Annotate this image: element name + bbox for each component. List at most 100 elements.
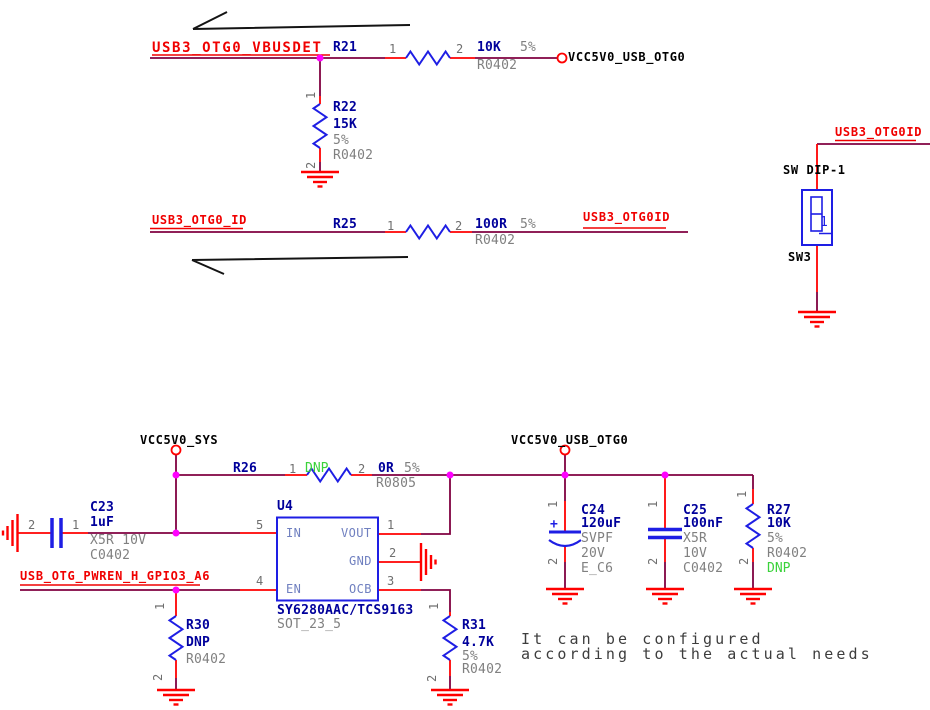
r27-footprint: R0402 (767, 546, 808, 561)
c23-pin2: 2 (28, 518, 36, 532)
sw3-position-label: 1 (820, 215, 828, 230)
net-label-pwren: USB_OTG_PWREN_H_GPIO3_A6 (20, 569, 211, 583)
u4-footprint: SOT_23_5 (277, 617, 342, 632)
resistor-r30-symbol (168, 615, 184, 661)
r26-dnp: DNP (305, 461, 329, 476)
u4-pin-name-gnd: GND (349, 554, 372, 568)
c25-pin2: 2 (646, 557, 660, 565)
r27-pin2: 2 (737, 557, 751, 565)
r21-ref: R21 (333, 40, 358, 55)
c24-pin1: 1 (546, 500, 560, 508)
u4-ref: U4 (277, 499, 294, 514)
c23-spec: X5R 10V (90, 533, 147, 548)
u4-pin-name-en: EN (286, 582, 302, 596)
c24-spec1: SVPF (581, 531, 614, 546)
power-port-circles (170, 52, 571, 456)
net-label-otg0id-mid: USB3_OTG0ID (583, 210, 671, 224)
r31-pin2: 2 (425, 674, 439, 682)
sw3-ref: SW3 (788, 250, 812, 264)
annotation-arrow-mid (191, 256, 409, 275)
r22-value: 15K (333, 117, 358, 132)
ground-symbol (299, 170, 341, 188)
r25-value: 100R (475, 217, 508, 232)
r21-value: 10K (477, 40, 502, 55)
c24-spec2: 20V (581, 546, 606, 561)
r21-footprint: R0402 (477, 58, 518, 73)
r25-pin2: 2 (455, 219, 463, 233)
c24-footprint: E_C6 (581, 561, 614, 576)
r25-footprint: R0402 (475, 233, 516, 248)
c23-footprint: C0402 (90, 548, 131, 563)
r30-ref: R30 (186, 618, 211, 633)
c23-pin1: 1 (72, 518, 80, 532)
capacitor-c25-symbol (648, 527, 682, 540)
wires (20, 57, 930, 689)
r21-pin2: 2 (456, 42, 464, 56)
c25-ref: C25 (683, 503, 708, 518)
net-label-underlines (20, 54, 916, 586)
u4-pin-name-vout: VOUT (341, 526, 372, 540)
resistor-r27-symbol (745, 503, 761, 549)
r21-tolerance: 5% (520, 40, 537, 55)
r27-value: 10K (767, 516, 792, 531)
net-label-vbusdet: USB3_OTG0_VBUSDET (152, 40, 323, 56)
u4-pin-name-in: IN (286, 526, 302, 540)
r30-pin2: 2 (151, 673, 165, 681)
r25-ref: R25 (333, 217, 358, 232)
note-line2: according to the actual needs (521, 645, 873, 663)
ground-symbol-right (419, 541, 437, 583)
ground-symbol (155, 688, 197, 706)
r25-pin1: 1 (387, 219, 395, 233)
r27-pin1: 1 (735, 490, 749, 498)
power-label-vcc5v0-usb-otg0-top: VCC5V0_USB_OTG0 (568, 50, 686, 64)
r26-tolerance: 5% (404, 461, 421, 476)
resistor-r25-symbol (405, 224, 451, 240)
r30-value: DNP (186, 635, 211, 650)
ground-symbol (796, 310, 838, 328)
r26-footprint: R0805 (376, 476, 417, 491)
r25-tolerance: 5% (520, 217, 537, 232)
r27-ref: R27 (767, 503, 792, 518)
resistor-r31-symbol (442, 615, 458, 661)
r30-footprint: R0402 (186, 652, 227, 667)
u4-body (276, 516, 379, 602)
r27-tolerance: 5% (767, 531, 784, 546)
c25-footprint: C0402 (683, 561, 724, 576)
ground-symbol (732, 587, 774, 605)
ground-symbol-left (1, 512, 19, 554)
c24-pin2: 2 (546, 557, 560, 565)
resistor-r22-symbol (312, 103, 328, 149)
power-label-vcc5v0-sys: VCC5V0_SYS (140, 433, 219, 447)
ground-symbol (429, 688, 471, 706)
junction-dots (172, 54, 669, 594)
r31-footprint: R0402 (462, 662, 503, 677)
u4-pin2-number: 2 (389, 546, 397, 560)
power-label-vcc5v0-usb-otg0-bot: VCC5V0_USB_OTG0 (511, 433, 629, 447)
c23-value: 1uF (90, 515, 115, 530)
r30-pin1: 1 (153, 602, 167, 610)
c24-ref: C24 (581, 503, 606, 518)
r22-ref: R22 (333, 100, 358, 115)
sw3-body (801, 189, 833, 246)
c23-ref: C23 (90, 500, 115, 515)
c25-value: 100nF (683, 516, 724, 531)
u4-part: SY6280AAC/TCS9163 (277, 603, 414, 618)
r27-dnp: DNP (767, 561, 791, 576)
r26-pin2: 2 (358, 462, 366, 476)
note-line1: It can be configured (521, 630, 764, 648)
c25-pin1: 1 (646, 500, 660, 508)
c24-value: 120uF (581, 516, 622, 531)
c25-spec1: X5R (683, 531, 708, 546)
r22-tolerance: 5% (333, 133, 350, 148)
r21-pin1: 1 (389, 42, 397, 56)
c25-spec2: 10V (683, 546, 708, 561)
r26-value: 0R (378, 461, 395, 476)
r31-ref: R31 (462, 618, 487, 633)
capacitor-c24-symbol (548, 530, 582, 548)
annotation-arrow-top (192, 11, 411, 30)
ground-symbol (544, 587, 586, 605)
u4-pin1-number: 1 (387, 518, 395, 532)
capacitor-c23-symbol (50, 518, 63, 548)
r31-tolerance: 5% (462, 649, 479, 664)
